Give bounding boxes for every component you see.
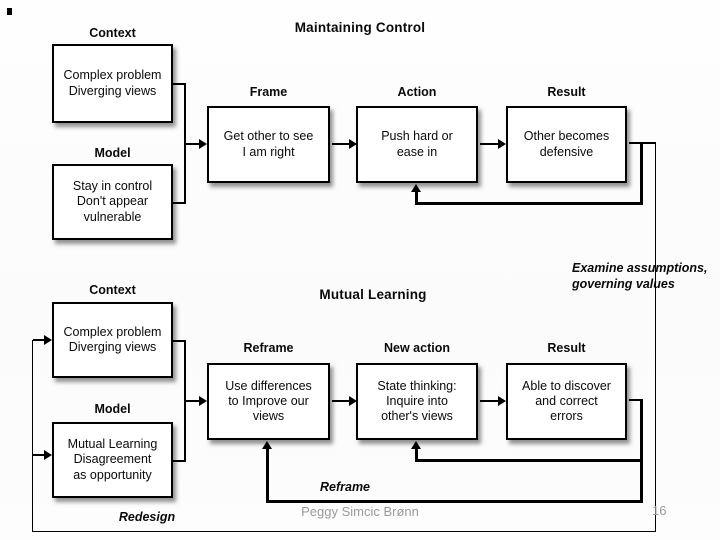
arrowhead-frame-action (349, 139, 357, 149)
page-number: 16 (652, 503, 667, 518)
corner-mark (7, 8, 12, 15)
arrowhead-loop-reframe (262, 441, 272, 449)
connector-examine-vertical (655, 143, 656, 532)
connector-action-result (480, 143, 498, 145)
connector-bottom-loop2-horizontal (266, 500, 643, 503)
connector-newaction-result (480, 400, 498, 402)
connector-top-loop-vertical (640, 142, 643, 205)
connector-bottom-loop2-riser (266, 449, 269, 501)
top-result-label: Result (547, 85, 586, 99)
connector-top-to-frame (186, 143, 199, 145)
connector-bottom-junction-vertical (184, 340, 186, 462)
connector-top-junction-vertical (184, 83, 186, 204)
connector-redesign-left-vertical (32, 340, 33, 531)
bottom-result-label: Result (547, 341, 586, 355)
bottom-diagram-title: Mutual Learning (319, 287, 427, 302)
examine-assumptions-note: Examine assumptions,governing values (572, 261, 708, 291)
arrowhead-loop-newaction (411, 441, 421, 449)
reframe-loop-label: Reframe (319, 480, 371, 494)
connector-bottom-context-out (173, 340, 186, 342)
connector-frame-action (332, 143, 349, 145)
arrowhead-bottom-to-reframe (199, 396, 207, 406)
top-frame-label: Frame (249, 85, 288, 99)
connector-bottom-result-out (629, 399, 643, 401)
top-action-label: Action (397, 85, 437, 99)
arrowhead-redesign-model (44, 450, 52, 460)
arrowhead-reframe-newaction (349, 396, 357, 406)
connector-top-model-out (173, 202, 186, 204)
arrowhead-redesign-context (44, 335, 52, 345)
bottom-new-action-label: New action (384, 341, 450, 355)
bottom-reframe-label: Reframe (243, 341, 294, 355)
connector-bottom-model-out (173, 460, 186, 462)
connector-bottom-to-reframe (186, 400, 199, 402)
connector-top-context-out (173, 83, 186, 85)
connector-redesign-bottom (32, 531, 656, 532)
arrowhead-action-result (498, 139, 506, 149)
arrowhead-top-to-frame (199, 139, 207, 149)
top-diagram-title: Maintaining Control (294, 20, 426, 35)
bottom-context-label: Context (89, 283, 136, 297)
connector-reframe-newaction (332, 400, 349, 402)
arrowhead-top-loop-action (411, 184, 421, 192)
connector-redesign-to-model (33, 454, 45, 456)
redesign-loop-label: Redesign (118, 510, 176, 524)
connector-bottom-loop-vertical (640, 399, 643, 503)
connector-bottom-loop1-riser (415, 449, 418, 460)
connector-redesign-to-context (33, 339, 45, 341)
top-model-label: Model (94, 146, 131, 160)
top-context-label: Context (89, 26, 136, 40)
connector-top-loop-riser (415, 192, 418, 204)
footer-author: Peggy Simcic Brønn (301, 504, 419, 519)
connector-top-loop-horizontal (415, 202, 643, 205)
arrowhead-newaction-result (498, 396, 506, 406)
bottom-model-label: Model (94, 402, 131, 416)
connector-bottom-loop1-horizontal (415, 459, 643, 462)
